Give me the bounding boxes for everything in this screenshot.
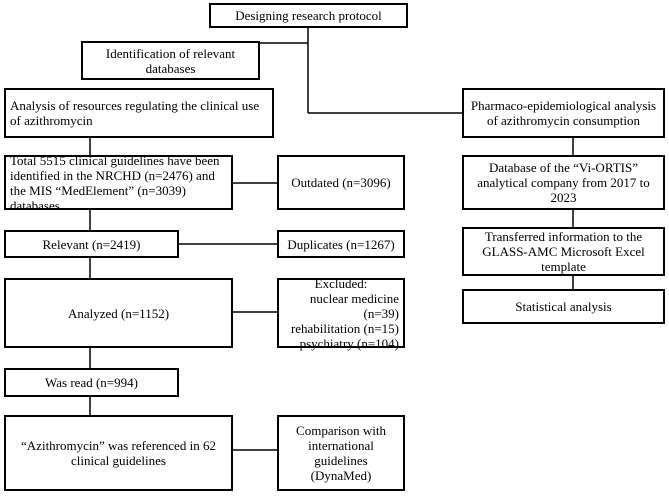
box-text: Transferred information to the GLASS-AMC… [482,229,645,274]
duplicates-box: Duplicates (n=1267) [277,230,405,258]
vi-ortis-database-box: Database of the “Vi-ORTIS” analytical co… [462,155,665,210]
analyzed-box: Analyzed (n=1152) [4,278,233,348]
relevant-box: Relevant (n=2419) [4,230,179,258]
box-text: Pharmaco-epidemiological analysis of azi… [470,98,657,128]
statistical-analysis-box: Statistical analysis [462,289,665,324]
excluded-item: nuclear medicine (n=39) [309,290,399,321]
identification-databases-box: Identification of relevant databases [81,41,260,80]
excluded-box: Excluded: nuclear medicine (n=39) rehabi… [277,275,405,351]
comparison-guidelines-box: Comparison with international guidelines… [277,415,405,491]
pharmaco-analysis-box: Pharmaco-epidemiological analysis of azi… [462,88,665,138]
box-text: Was read (n=994) [45,375,138,390]
box-text: Relevant (n=2419) [42,236,141,252]
box-text: Designing research protocol [235,8,382,23]
box-text: Statistical analysis [515,299,612,314]
excluded-item: rehabilitation (n=15) [290,320,399,336]
excluded-item: psychiatry (n=104) [299,335,399,351]
box-text: Comparison with international guidelines… [296,423,386,483]
box-text: Total 5515 clinical guidelines have been… [10,152,220,213]
designing-protocol-box: Designing research protocol [209,3,408,28]
excluded-title: Excluded: [314,275,368,291]
was-read-box: Was read (n=994) [4,368,179,397]
total-guidelines-box: Total 5515 clinical guidelines have been… [4,152,233,213]
azithromycin-referenced-box: “Azithromycin” was referenced in 62 clin… [4,415,233,491]
box-text: Analyzed (n=1152) [67,305,170,321]
transferred-information-box: Transferred information to the GLASS-AMC… [462,227,665,276]
box-text: “Azithromycin” was referenced in 62 clin… [21,438,216,468]
box-text: Outdated (n=3096) [291,175,391,190]
analysis-resources-box: Analysis of resources regulating the cli… [4,88,274,138]
box-text: Database of the “Vi-ORTIS” analytical co… [477,160,650,205]
box-text: Identification of relevant databases [105,45,236,76]
box-text: Duplicates (n=1267) [287,236,395,252]
box-text: Analysis of resources regulating the cli… [10,98,260,128]
outdated-box: Outdated (n=3096) [277,155,405,210]
